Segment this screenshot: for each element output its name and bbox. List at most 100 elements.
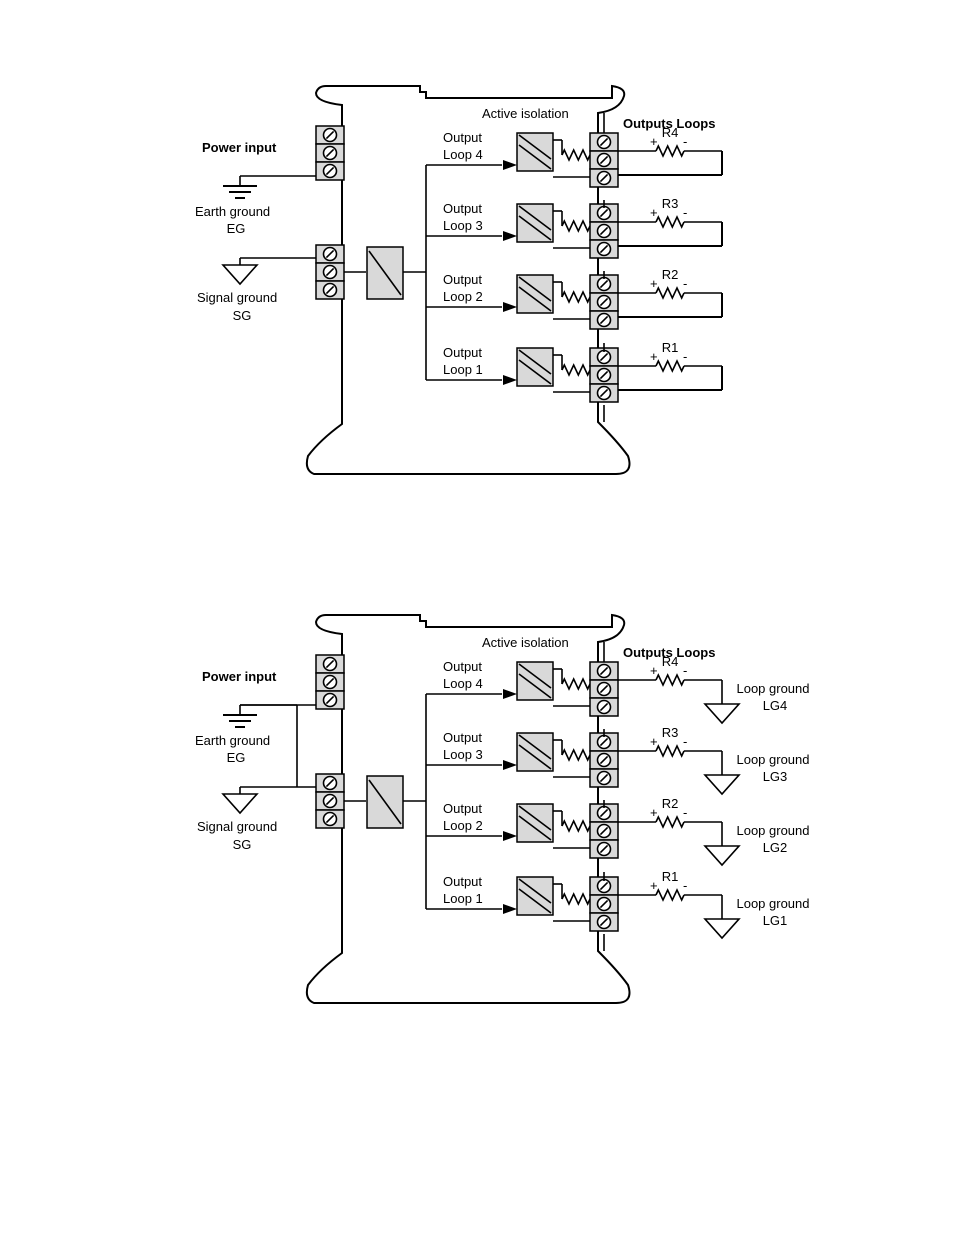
isolator-diagonal xyxy=(518,215,552,241)
active-isolation-label: Active isolation xyxy=(482,106,569,121)
output-isolator xyxy=(516,661,554,701)
plus-sign: + xyxy=(650,134,658,149)
screw-slot xyxy=(599,208,609,218)
plus-sign: + xyxy=(650,663,658,678)
output-loop-label: Loop 2 xyxy=(443,289,483,304)
screw-slot xyxy=(599,755,609,765)
signal-ground-icon xyxy=(221,793,259,815)
output-loop-label: Output xyxy=(443,801,482,816)
sense-resistor-icon xyxy=(561,219,591,233)
minus-sign: - xyxy=(683,134,687,149)
outputs-loops-label: Outputs Loops xyxy=(623,645,715,660)
isolator-diagonal xyxy=(518,888,552,914)
isolator-diagonal xyxy=(518,744,552,770)
sense-resistor-icon xyxy=(561,748,591,762)
arrow-head-icon xyxy=(503,760,517,770)
output-terminal-block xyxy=(589,203,619,259)
screw-slot xyxy=(599,352,609,362)
active-isolation-label: Active isolation xyxy=(482,635,569,650)
resistor-label: R3 xyxy=(662,196,679,211)
isolator-box xyxy=(516,803,554,843)
output-terminal-block xyxy=(589,803,619,859)
arrow-head-icon xyxy=(503,231,517,241)
loop-ground-label: Loop ground xyxy=(736,752,809,767)
main-isolator xyxy=(366,775,404,829)
plus-sign: + xyxy=(650,805,658,820)
minus-sign: - xyxy=(683,205,687,220)
screw-slot xyxy=(599,881,609,891)
outputs-loops-label: Outputs Loops xyxy=(623,116,715,131)
arrow-head-icon xyxy=(503,831,517,841)
screw-slot xyxy=(599,826,609,836)
output-isolator xyxy=(516,274,554,314)
signal-ground-icon xyxy=(221,264,259,286)
load-resistor-icon xyxy=(655,744,685,758)
earth-ground-code: EG xyxy=(227,221,246,236)
output-loop-label: Loop 4 xyxy=(443,676,483,691)
isolator-diagonal xyxy=(518,276,552,302)
module-enclosure xyxy=(305,613,631,1004)
resistor-label: R4 xyxy=(662,125,679,140)
screw-slot xyxy=(599,773,609,783)
output-loop-label: Loop 3 xyxy=(443,747,483,762)
screw-slot xyxy=(325,796,335,806)
screw-slot xyxy=(325,285,335,295)
screw-slot xyxy=(325,677,335,687)
earth-ground-label: Earth ground xyxy=(195,733,270,748)
output-loop-label: Loop 2 xyxy=(443,818,483,833)
output-loop-label: Loop 3 xyxy=(443,218,483,233)
screw-slot xyxy=(599,226,609,236)
output-isolator xyxy=(516,203,554,243)
screw-slot xyxy=(599,844,609,854)
arrow-head-icon xyxy=(503,160,517,170)
loop-ground-icon xyxy=(703,774,741,796)
load-resistor-icon xyxy=(655,359,685,373)
loop-ground-label: Loop ground xyxy=(736,681,809,696)
output-terminal-block xyxy=(589,876,619,932)
load-resistor-icon xyxy=(655,815,685,829)
output-isolator xyxy=(516,732,554,772)
power-input-label: Power input xyxy=(202,140,277,155)
screw-slot xyxy=(599,370,609,380)
resistor-label: R2 xyxy=(662,267,679,282)
output-isolator xyxy=(516,803,554,843)
signal-ground-code: SG xyxy=(233,308,252,323)
loop-ground-icon xyxy=(703,703,741,725)
resistor-label: R4 xyxy=(662,654,679,669)
screw-slot xyxy=(599,666,609,676)
load-resistor-icon xyxy=(655,144,685,158)
resistor-label: R2 xyxy=(662,796,679,811)
isolator-diagonal xyxy=(518,144,552,170)
isolator-box xyxy=(516,347,554,387)
screw-slot xyxy=(599,808,609,818)
isolator-box xyxy=(516,132,554,172)
loop-ground-code: LG2 xyxy=(763,840,788,855)
load-resistor-icon xyxy=(655,215,685,229)
screw-slot xyxy=(599,279,609,289)
load-resistor-icon xyxy=(655,888,685,902)
output-loop-label: Output xyxy=(443,659,482,674)
plus-sign: + xyxy=(650,276,658,291)
plus-sign: + xyxy=(650,205,658,220)
screw-slot xyxy=(325,249,335,259)
output-loop-label: Output xyxy=(443,130,482,145)
plus-sign: + xyxy=(650,349,658,364)
signal-ground-label: Signal ground xyxy=(197,819,277,834)
loop-ground-icon xyxy=(703,918,741,940)
main-isolator xyxy=(366,246,404,300)
isolator-diagonal xyxy=(518,734,552,760)
arrow-head-icon xyxy=(503,689,517,699)
loop-ground-code: LG4 xyxy=(763,698,788,713)
signal-ground-code: SG xyxy=(233,837,252,852)
screw-slot xyxy=(599,737,609,747)
loop-ground-code: LG3 xyxy=(763,769,788,784)
earth-ground-label: Earth ground xyxy=(195,204,270,219)
screw-slot xyxy=(325,695,335,705)
output-loop-label: Output xyxy=(443,272,482,287)
